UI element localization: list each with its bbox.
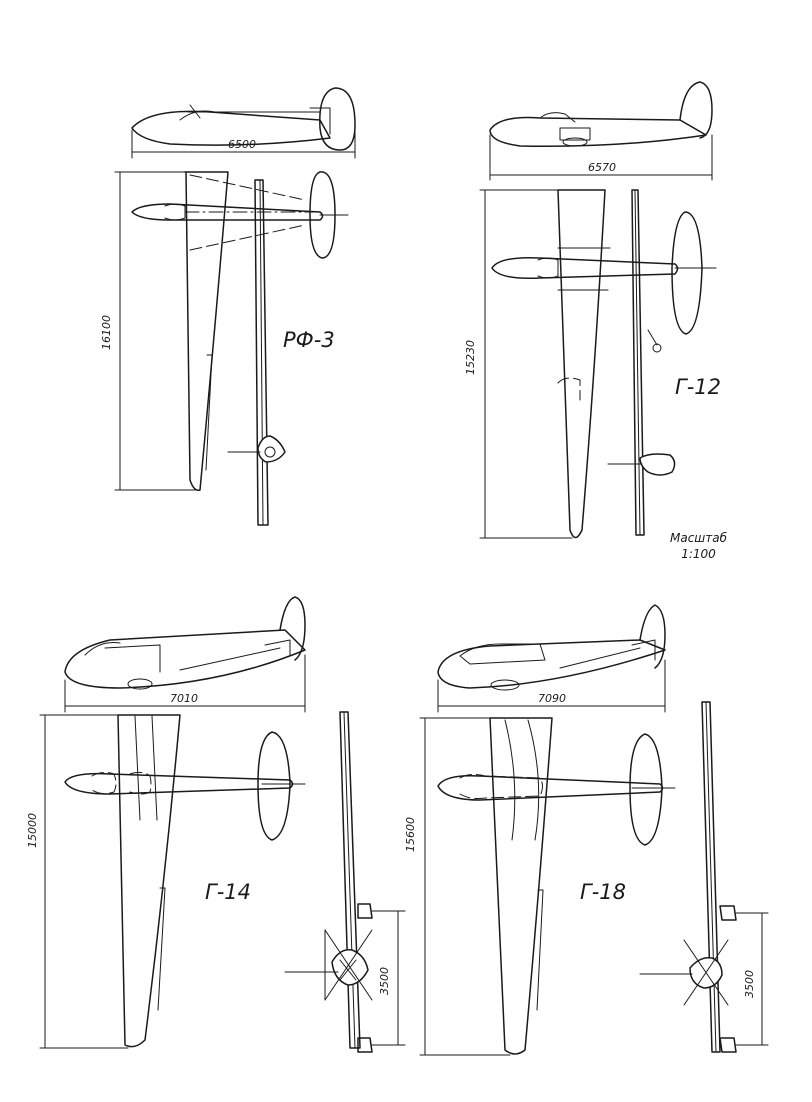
g18-track-dimension: 3500 [743, 970, 756, 998]
rf3-length-dimension: 6500 [228, 138, 256, 151]
g12-length-dimension: 6570 [588, 161, 616, 174]
g18-span-dimension: 15600 [404, 817, 417, 852]
g14-drawing [39, 596, 406, 1053]
g14-track-dimension: 3500 [378, 967, 391, 995]
g12-front-view [607, 189, 676, 536]
g18-name-label: Г-18 [580, 880, 626, 904]
g14-top-view [64, 714, 306, 1048]
g14-length-dimension: 7010 [170, 692, 198, 705]
g14-span-dimension: 15000 [26, 813, 39, 848]
g12-span-dimension: 15230 [464, 340, 477, 375]
scale-label: Масштаб [670, 531, 728, 545]
scale-note: Масштаб 1:100 [670, 530, 727, 562]
rf3-span-dimension: 16100 [100, 315, 113, 350]
g14-front-view [284, 711, 373, 1053]
g12-name-label: Г-12 [675, 375, 721, 399]
rf3-top-view [131, 171, 349, 492]
g18-length-dimension: 7090 [538, 692, 566, 705]
rf3-drawing [114, 87, 356, 526]
g14-name-label: Г-14 [205, 880, 251, 904]
g12-drawing [479, 81, 717, 539]
rf3-side-view [131, 87, 356, 151]
g14-side-view [64, 596, 306, 690]
rf3-front-view [227, 179, 286, 526]
g18-drawing [419, 604, 769, 1056]
scale-value: 1:100 [681, 547, 716, 561]
g18-top-view [437, 717, 676, 1055]
g12-side-view [489, 81, 713, 148]
rf3-name-label: РФ-3 [283, 328, 335, 352]
g12-top-view [491, 189, 717, 539]
g18-front-view [639, 701, 737, 1053]
g18-side-view [437, 604, 666, 691]
